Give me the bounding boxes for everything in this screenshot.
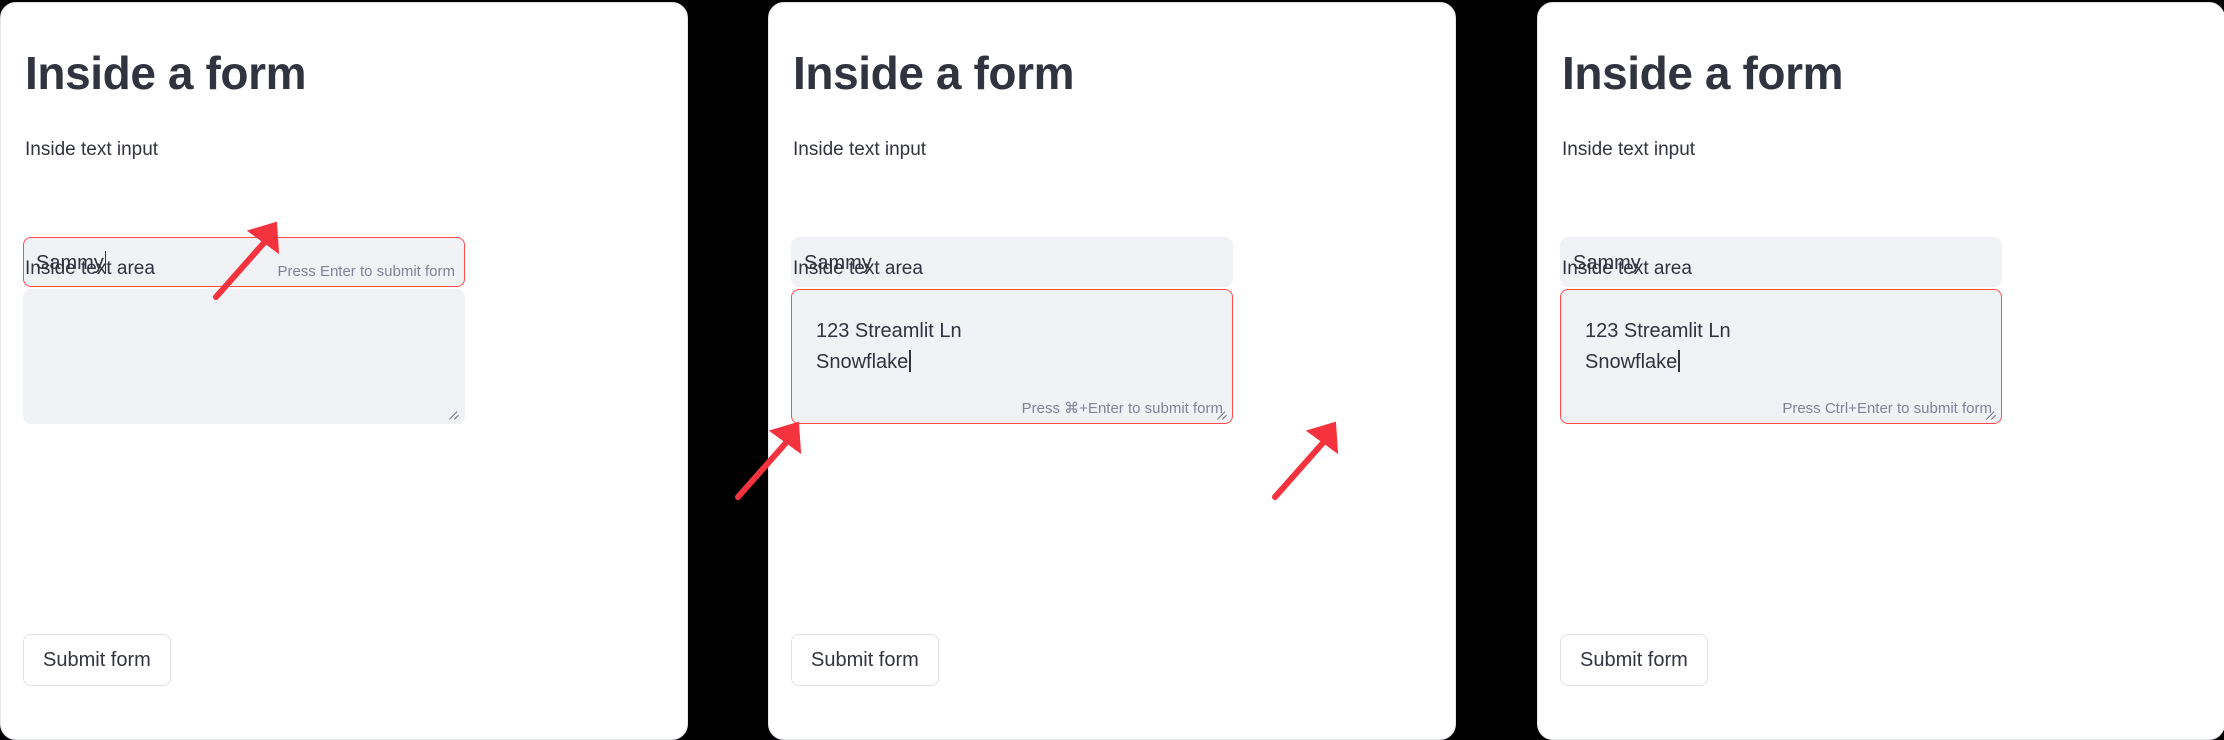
text-area-submit-hint: Press ⌘+Enter to submit form (1021, 400, 1223, 417)
text-caret-icon (909, 350, 911, 372)
form-card-body: Inside a form Inside text input Sammy Pr… (1, 3, 687, 739)
text-caret-icon (104, 251, 107, 273)
text-area[interactable] (23, 289, 465, 424)
form-card-body: Inside a form Inside text input Sammy In… (1538, 3, 2224, 739)
text-area[interactable]: 123 Streamlit Ln Snowflake Press ⌘+Enter… (791, 289, 1233, 424)
text-input-label: Inside text input (793, 139, 927, 160)
text-area-value: 123 Streamlit Ln Snowflake (1585, 320, 1731, 373)
resize-grip-icon[interactable] (448, 408, 461, 421)
text-input[interactable]: Sammy (791, 237, 1233, 287)
page-title: Inside a form (1562, 47, 1844, 99)
page-title: Inside a form (25, 47, 307, 99)
form-card-text-input-focused: Inside a form Inside text input Sammy Pr… (0, 2, 688, 740)
text-area-submit-hint: Press Ctrl+Enter to submit form (1782, 400, 1992, 417)
form-card-text-area-focused-windows: Inside a form Inside text input Sammy In… (1537, 2, 2224, 740)
page-title: Inside a form (793, 47, 1075, 99)
resize-grip-icon[interactable] (1216, 408, 1229, 421)
text-input[interactable]: Sammy (1560, 237, 2002, 287)
text-input-submit-hint: Press Enter to submit form (277, 263, 455, 280)
form-card-body: Inside a form Inside text input Sammy In… (769, 3, 1455, 739)
text-area-label: Inside text area (25, 258, 155, 279)
text-area[interactable]: 123 Streamlit Ln Snowflake Press Ctrl+En… (1560, 289, 2002, 424)
text-input-label: Inside text input (1562, 139, 1696, 160)
text-area-value: 123 Streamlit Ln Snowflake (816, 320, 962, 373)
submit-form-button[interactable]: Submit form (23, 634, 171, 686)
form-card-text-area-focused-mac: Inside a form Inside text input Sammy In… (768, 2, 1456, 740)
text-input-value: Sammy (1573, 252, 1641, 274)
text-area-label: Inside text area (793, 258, 923, 279)
text-caret-icon (1678, 350, 1680, 372)
text-area-label: Inside text area (1562, 258, 1692, 279)
resize-grip-icon[interactable] (1985, 408, 1998, 421)
submit-form-button[interactable]: Submit form (1560, 634, 1708, 686)
text-input-value: Sammy (804, 252, 872, 274)
text-input-label: Inside text input (25, 139, 159, 160)
submit-form-button[interactable]: Submit form (791, 634, 939, 686)
text-input-value: Sammy (36, 251, 107, 275)
